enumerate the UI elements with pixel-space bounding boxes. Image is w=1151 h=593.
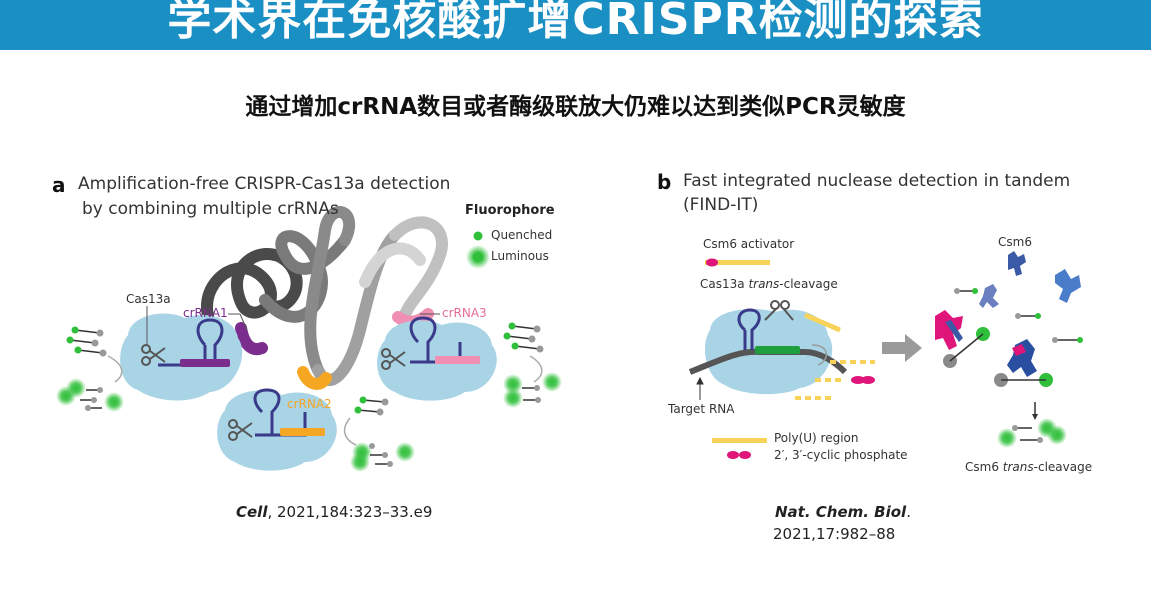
target-rna-pointer [696,376,704,400]
cas13a-complex-b [688,300,848,395]
csm6-label: Csm6 [998,235,1032,249]
csm6-trans-word: trans [1002,460,1034,474]
citation-b-journal: Nat. Chem. Biol [775,503,907,521]
panel-b-letter: b [657,170,672,194]
fluorophore-legend-title: Fluorophore [465,203,555,218]
target-rna-label: Target RNA [668,402,735,416]
title-banner: 学术界在免核酸扩增CRISPR检测的探索 [0,0,1151,50]
csm6-cleavage-arrowhead [1032,414,1038,420]
cleaved-activator-fragments [795,360,875,400]
legend-quenched-label: Quenched [491,228,553,242]
quenched-reporters-b [954,288,1083,418]
cas13a-complex-3 [377,316,497,401]
crrna3-label: crRNA3 [442,306,487,320]
quenched-reporters-a [66,322,544,416]
csm6-activator-label: Csm6 activator [703,237,795,251]
cas13a-label-a: Cas13a [126,292,171,306]
csm6-cleavage-word: -cleavage [1033,460,1093,474]
fluorophore-legend-marks [466,231,490,269]
cas13a-trans-word: trans [748,277,780,291]
citation-a: Cell, 2021,184:323–33.e9 [236,503,432,521]
panel-a-title-line2: by combining multiple crRNAs [82,199,339,219]
crrna2-label: crRNA2 [287,397,332,411]
legend-luminous-label: Luminous [491,249,549,263]
crrna1-label: crRNA1 [183,306,228,320]
csm6-activator-mark [705,258,770,267]
luminous-reporters-a [56,372,562,472]
cyclic-phosphate-fragments [851,376,875,384]
slide-title: 学术界在免核酸扩增CRISPR检测的探索 [167,0,984,45]
cyclic-phosphate-label: 2′, 3′-cyclic phosphate [774,448,908,462]
csm6-trans-cleavage-label: Csm6 trans-cleavage [965,460,1092,474]
cas13a-complex-1 [120,313,243,401]
process-arrow [882,334,922,362]
panel-b-title-line2: (FIND-IT) [683,195,759,215]
cas13a-cleavage-word: -cleavage [779,277,838,291]
cas13a-complex-2 [217,388,337,471]
panel-b-title-line1: Fast integrated nuclease detection in ta… [683,171,1071,191]
legend-b-marks [712,438,767,459]
luminous-reporters-b [997,418,1067,448]
csm6-proteins [935,251,1081,387]
panel-a-letter: a [52,173,66,197]
csm6-word: Csm6 [965,460,999,474]
cas13a-word: Cas13a [700,277,745,291]
panel-a-title-line1: Amplification-free CRISPR-Cas13a detecti… [78,174,451,194]
citation-b-dot: . [906,503,911,521]
citation-a-details: , 2021,184:323–33.e9 [267,503,433,521]
cleavage-arrows-a [107,355,543,446]
polyu-region-label: Poly(U) region [774,431,859,445]
citation-b: Nat. Chem. Biol. [775,503,911,521]
cas13a-trans-cleavage-label: Cas13a trans-cleavage [700,277,838,291]
label-leaders-a [146,306,440,345]
slide-subtitle: 通过增加crRNA数目或者酶级联放大仍难以达到类似PCR灵敏度 [245,94,906,120]
citation-a-journal: Cell [236,503,268,521]
citation-b-details: 2021,17:982–88 [773,525,896,543]
